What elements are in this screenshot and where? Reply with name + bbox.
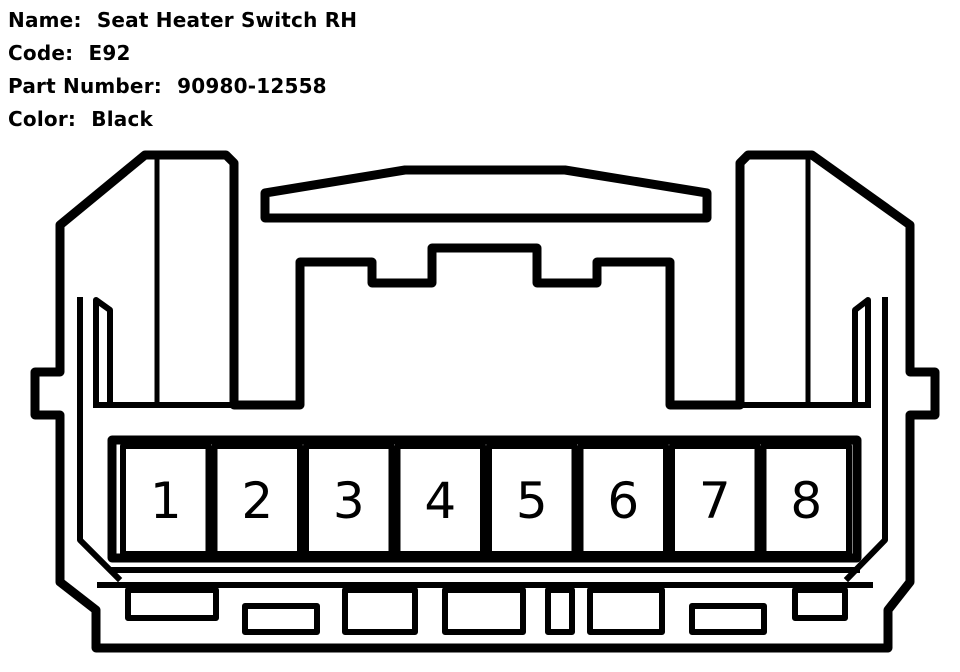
left-inner-ledge [93, 297, 113, 408]
bottom-tab [342, 587, 418, 635]
pin-block [107, 435, 862, 563]
color-value: Black [91, 107, 154, 131]
pin-cells: 1 2 3 4 5 6 7 8 [120, 443, 852, 557]
connector-info: Name: Seat Heater Switch RH Code: E92 Pa… [8, 4, 357, 136]
part-number-row: Part Number: 90980-12558 [8, 70, 357, 103]
bottom-tab [792, 587, 848, 621]
bottom-tab [545, 587, 575, 635]
pin-cell-5 [486, 443, 578, 557]
part-number-value: 90980-12558 [177, 74, 327, 98]
pin-number-2: 2 [241, 472, 273, 530]
code-row: Code: E92 [8, 37, 357, 70]
color-row: Color: Black [8, 103, 357, 136]
right-side-bevel [843, 297, 888, 583]
pin-cell-4 [394, 443, 486, 557]
right-inner-ledge [852, 297, 871, 408]
bottom-tab [689, 603, 767, 635]
pin-cell-2 [211, 443, 303, 557]
pin-cell-6 [577, 443, 669, 557]
pin-number-3: 3 [333, 472, 365, 530]
bottom-tab [587, 587, 665, 635]
bottom-tab [242, 603, 320, 635]
pin-number-5: 5 [516, 472, 548, 530]
pin-number-4: 4 [424, 472, 456, 530]
pin-cell-7 [669, 443, 761, 557]
housing-outline [30, 150, 940, 653]
bottom-tab [442, 587, 526, 635]
bottom-tab [125, 587, 219, 621]
pin-number-7: 7 [699, 472, 731, 530]
pin-cell-3 [303, 443, 395, 557]
pin-cell-1 [120, 443, 212, 557]
color-label: Color: [8, 107, 77, 131]
part-number-label: Part Number: [8, 74, 162, 98]
name-value: Seat Heater Switch RH [96, 8, 358, 32]
top-lock-bar [260, 165, 712, 223]
code-label: Code: [8, 41, 74, 65]
name-row: Name: Seat Heater Switch RH [8, 4, 357, 37]
code-value: E92 [88, 41, 131, 65]
pin-cell-8 [760, 443, 852, 557]
left-side-bevel [77, 297, 123, 583]
pin-number-1: 1 [150, 472, 182, 530]
pin-number-8: 8 [790, 472, 822, 530]
pin-number-6: 6 [607, 472, 639, 530]
name-label: Name: [8, 8, 82, 32]
